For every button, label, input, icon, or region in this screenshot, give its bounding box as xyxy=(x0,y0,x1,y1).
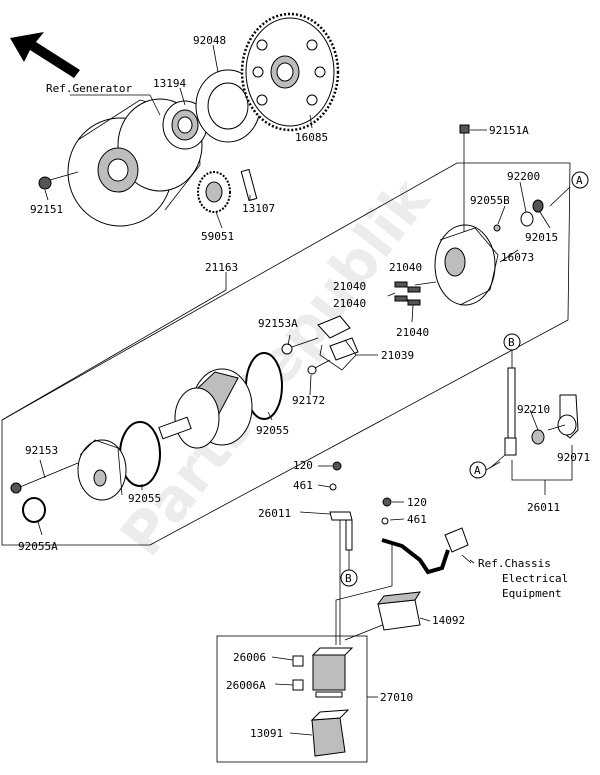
part-label: 92015 xyxy=(525,231,558,244)
part-label: 21163 xyxy=(205,261,238,274)
part-label: 16073 xyxy=(501,251,534,264)
lead-cable-26011-b xyxy=(489,349,517,469)
fuse-26006A xyxy=(292,679,304,691)
part-label: 21040 xyxy=(333,280,366,293)
part-label: 92071 xyxy=(557,451,590,464)
part-label: 21039 xyxy=(381,349,414,362)
washer-461-a xyxy=(329,483,337,491)
ref-chassis-label-3: Equipment xyxy=(502,587,562,600)
o-ring-92055B xyxy=(493,224,501,232)
svg-text:B: B xyxy=(345,572,352,585)
one-way-clutch-13194 xyxy=(162,100,208,150)
part-label: 13107 xyxy=(242,202,275,215)
nut-92015 xyxy=(532,199,544,213)
part-label: 120 xyxy=(407,496,427,509)
part-label: 26006A xyxy=(226,679,266,692)
bolt-92153A xyxy=(281,337,319,355)
callout-a-top: A xyxy=(549,171,589,207)
cover-14092 xyxy=(376,591,421,631)
part-label: 92151A xyxy=(489,124,529,137)
part-label: 92048 xyxy=(193,34,226,47)
part-label: 16085 xyxy=(295,131,328,144)
yoke-21163 xyxy=(158,368,253,449)
cover-13091 xyxy=(310,709,350,757)
svg-text:B: B xyxy=(508,336,515,349)
svg-text:A: A xyxy=(576,174,583,187)
cap-92071 xyxy=(557,394,579,439)
ref-generator-label: Ref.Generator xyxy=(46,82,132,95)
brushes-21040 xyxy=(394,281,421,306)
part-label: 21040 xyxy=(389,261,422,274)
part-label: 26006 xyxy=(233,651,266,664)
part-label: 92055A xyxy=(18,540,58,553)
part-label: 13194 xyxy=(153,77,186,90)
gear-16085 xyxy=(240,12,340,132)
rear-cover-16073 xyxy=(434,224,499,306)
part-label: 92210 xyxy=(517,403,550,416)
part-label: 14092 xyxy=(432,614,465,627)
washer-92210 xyxy=(531,429,545,445)
front-cover xyxy=(77,439,127,501)
starter-relay-27010 xyxy=(311,647,354,698)
part-label: 26011 xyxy=(258,507,291,520)
part-label: 27010 xyxy=(380,691,413,704)
washer-461-b xyxy=(381,517,389,525)
direction-arrow-icon xyxy=(10,32,80,78)
relay-box-frame xyxy=(216,635,368,763)
leader-lines xyxy=(1,44,566,736)
callout-b-top: B xyxy=(503,333,521,351)
part-label: 92151 xyxy=(30,203,63,216)
part-label: 13091 xyxy=(250,727,283,740)
ref-chassis-label-2: Electrical xyxy=(502,572,568,585)
part-label: 26011 xyxy=(527,501,560,514)
bolt-92151 xyxy=(38,171,79,190)
bolt-92151A xyxy=(459,124,470,232)
part-label: 92055 xyxy=(128,492,161,505)
part-label: 92055B xyxy=(470,194,510,207)
part-label: 92153 xyxy=(25,444,58,457)
gear-59051 xyxy=(197,171,231,213)
o-ring-92055A xyxy=(22,497,46,523)
part-label: 92172 xyxy=(292,394,325,407)
svg-text:A: A xyxy=(474,464,481,477)
part-label: 461 xyxy=(293,479,313,492)
generator-rotor xyxy=(67,98,203,227)
washer-92200 xyxy=(520,211,534,227)
callout-b-bottom: B xyxy=(340,569,358,587)
bolt-92153 xyxy=(10,462,79,494)
harness xyxy=(381,527,475,575)
brush-holder-21039 xyxy=(317,315,359,361)
part-label: 92055 xyxy=(256,424,289,437)
starter-motor-frame xyxy=(1,162,571,546)
part-label: 461 xyxy=(407,513,427,526)
screw-92172 xyxy=(307,359,331,375)
part-label: 21040 xyxy=(333,297,366,310)
part-label: 92200 xyxy=(507,170,540,183)
part-label: 21040 xyxy=(396,326,429,339)
part-label: 59051 xyxy=(201,230,234,243)
lead-cable-26011-a xyxy=(329,511,353,551)
bolt-120-a xyxy=(332,461,342,471)
part-label: 92153A xyxy=(258,317,298,330)
ref-chassis-label-1: Ref.Chassis xyxy=(478,557,551,570)
bolt-120-b xyxy=(382,497,392,507)
part-label: 120 xyxy=(293,459,313,472)
callout-a-bottom: A xyxy=(469,461,501,479)
fuse-26006 xyxy=(292,655,304,667)
shaft-13107 xyxy=(240,168,258,202)
